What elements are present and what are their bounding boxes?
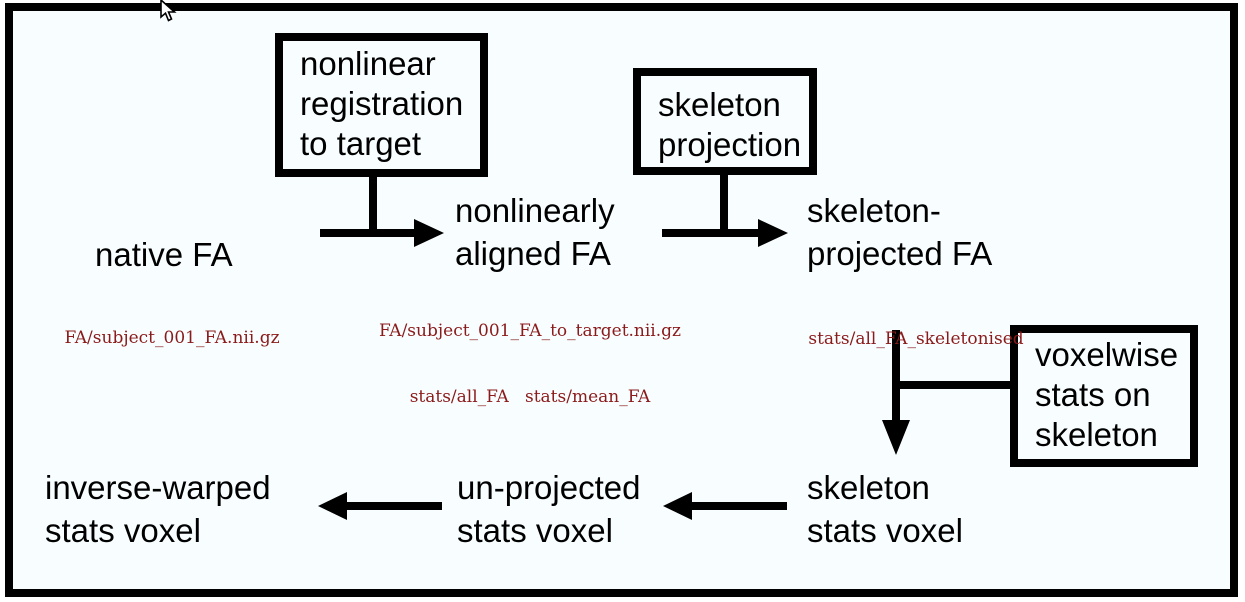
filepath-skeletonised: stats/all_FA_skeletonised [796,284,1036,394]
node-label-line: skeleton- [807,192,941,229]
node-label-line: stats voxel [457,512,613,549]
node-label-line: skeleton [807,469,930,506]
node-skeleton-projected-fa: skeleton- projected FA [807,189,992,275]
filepath-line: FA/subject_001_FA_to_target.nii.gz [378,321,681,341]
filepath-native-fa: FA/subject_001_FA.nii.gz [60,283,284,393]
box-nonlinear-registration: nonlinear registration to target [275,33,488,177]
box-skeleton-projection: skeleton projection [633,68,817,175]
node-label-line: stats voxel [45,512,201,549]
filepath-line: FA/subject_001_FA.nii.gz [64,328,280,348]
node-label-line: un-projected [457,469,641,506]
box-label-line: nonlinear [300,45,436,82]
node-label-line: stats voxel [807,512,963,549]
node-label-line: native FA [95,236,233,273]
diagram-outer-frame [5,3,1238,597]
node-unprojected-stats-voxel: un-projected stats voxel [457,466,640,552]
filepath-aligned-fa: FA/subject_001_FA_to_target.nii.gz stats… [370,276,690,452]
box-label-line: skeleton [658,86,781,123]
node-label-line: inverse-warped [45,469,271,506]
node-skeleton-stats-voxel: skeleton stats voxel [807,466,963,552]
node-label-line: projected FA [807,235,993,272]
filepath-line: stats/all_FA stats/mean_FA [409,387,651,407]
box-label-line: projection [658,126,802,163]
node-nonlinearly-aligned-fa: nonlinearly aligned FA [455,189,615,275]
box-voxelwise-stats: voxelwise stats on skeleton [1010,325,1198,467]
box-label-line: registration [300,85,464,122]
node-label-line: nonlinearly [455,192,615,229]
box-label-line: voxelwise [1035,336,1179,373]
box-label-line: skeleton [1035,416,1158,453]
node-label-line: aligned FA [455,235,611,272]
box-label-line: stats on [1035,376,1151,413]
node-inverse-warped-stats-voxel: inverse-warped stats voxel [45,466,271,552]
filepath-line: stats/all_FA_skeletonised [808,329,1024,349]
node-native-fa: native FA [95,233,233,276]
box-label-line: to target [300,125,422,162]
